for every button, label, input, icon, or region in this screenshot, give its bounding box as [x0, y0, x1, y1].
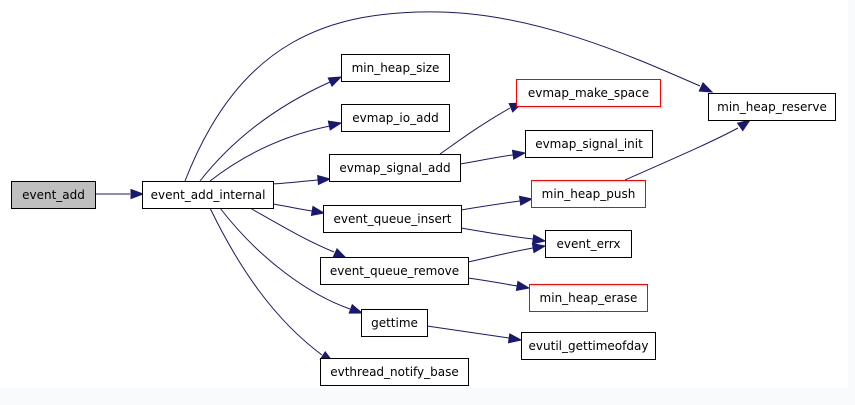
node-label: evmap_signal_init [535, 137, 643, 151]
node-box[interactable] [516, 79, 661, 107]
arrowhead-event_add_internal [130, 188, 145, 200]
arrowhead-min_heap_erase [515, 280, 531, 291]
node-box[interactable] [529, 284, 648, 312]
edge-event_queue_remove-to-event_errx [467, 247, 534, 263]
edge-event_add_internal-to-min_heap_reserve [184, 11, 701, 182]
node-label: event_errx [557, 237, 621, 251]
node-box[interactable] [341, 104, 450, 132]
node-min-heap-erase[interactable]: min_heap_erase [529, 284, 648, 312]
node-evmap-io-add[interactable]: evmap_io_add [341, 104, 450, 132]
arrowhead-min_heap_reserve [698, 81, 714, 93]
edge-event_add_internal-to-event_queue_insert [272, 203, 313, 212]
arrowhead-min_heap_size [327, 76, 343, 88]
arrowhead-event_queue_insert [310, 205, 326, 216]
arrowhead-evutil_gettimeofday [507, 333, 523, 344]
node-label: min_heap_reserve [717, 100, 827, 114]
edge-event_queue_insert-to-min_heap_push [460, 200, 521, 211]
arrowhead-event_errx [531, 234, 547, 245]
node-gettime[interactable]: gettime [361, 309, 428, 337]
edge-event_add_internal-to-evmap_signal_add [272, 179, 319, 185]
arrowhead-min_heap_push [518, 195, 534, 206]
arrowhead-min_heap_reserve [736, 119, 752, 132]
node-event-queue-remove[interactable]: event_queue_remove [320, 257, 469, 285]
node-label: evmap_io_add [352, 111, 438, 125]
arrowhead-evmap_signal_init [511, 149, 527, 160]
node-label: gettime [371, 316, 418, 330]
edge-layer [95, 11, 752, 363]
node-evmap-make-space[interactable]: evmap_make_space [516, 79, 661, 107]
node-box[interactable] [142, 181, 274, 209]
node-min-heap-reserve[interactable]: min_heap_reserve [708, 93, 836, 121]
node-box[interactable] [320, 257, 469, 285]
edge-event_add_internal-to-gettime [219, 207, 351, 310]
edge-event_add_internal-to-evmap_io_add [209, 125, 331, 182]
node-label: event_add_internal [151, 188, 266, 202]
node-box[interactable] [531, 180, 646, 208]
node-label: event_add [22, 188, 85, 202]
edge-event_queue_remove-to-min_heap_erase [467, 277, 518, 287]
arrowhead-event_errx [531, 243, 547, 254]
edge-event_add_internal-to-min_heap_size [199, 81, 331, 182]
node-min-heap-size[interactable]: min_heap_size [341, 54, 450, 82]
edge-evmap_signal_add-to-evmap_signal_init [459, 154, 514, 165]
node-box[interactable] [323, 205, 462, 233]
arrowhead-evmap_io_add [327, 120, 343, 131]
node-box[interactable] [341, 54, 450, 82]
node-label: evthread_notify_base [330, 365, 459, 379]
node-box[interactable] [320, 358, 469, 386]
edge-event_add_internal-to-event_queue_remove [249, 207, 335, 253]
node-box[interactable] [361, 309, 428, 337]
node-label: event_queue_remove [330, 264, 459, 278]
arrowhead-evmap_signal_add [317, 174, 332, 186]
node-box[interactable] [708, 93, 836, 121]
node-evutil-gettimeofday[interactable]: evutil_gettimeofday [521, 332, 656, 360]
node-label: evutil_gettimeofday [529, 339, 649, 353]
node-event-add-internal[interactable]: event_add_internal [142, 181, 274, 209]
node-layer: event_add event_add_internal min_heap_size… [11, 54, 836, 386]
node-event-errx[interactable]: event_errx [545, 230, 632, 258]
node-evthread-notify-base[interactable]: evthread_notify_base [320, 358, 469, 386]
node-label: min_heap_push [542, 187, 636, 201]
node-evmap-signal-init[interactable]: evmap_signal_init [525, 130, 653, 158]
edge-min_heap_push-to-min_heap_reserve [624, 127, 739, 181]
edge-event_queue_insert-to-event_errx [460, 227, 534, 240]
node-box[interactable] [329, 154, 461, 182]
node-label: evmap_signal_add [339, 161, 450, 175]
node-box[interactable] [545, 230, 632, 258]
edge-evmap_signal_add-to-evmap_make_space [439, 107, 511, 155]
node-box[interactable] [525, 130, 653, 158]
node-label: min_heap_size [352, 61, 440, 75]
edge-gettime-to-evutil_gettimeofday [426, 325, 510, 339]
node-box[interactable] [11, 181, 96, 209]
node-event-add[interactable]: event_add [11, 181, 96, 209]
node-label: event_queue_insert [334, 212, 452, 226]
node-evmap-signal-add[interactable]: evmap_signal_add [329, 154, 461, 182]
arrowhead-gettime [348, 303, 364, 314]
node-min-heap-push[interactable]: min_heap_push [531, 180, 646, 208]
node-label: evmap_make_space [528, 86, 649, 100]
node-event-queue-insert[interactable]: event_queue_insert [323, 205, 462, 233]
node-label: min_heap_erase [540, 291, 638, 305]
node-box[interactable] [521, 332, 656, 360]
edge-event_add_internal-to-evthread_notify_base [209, 207, 323, 356]
